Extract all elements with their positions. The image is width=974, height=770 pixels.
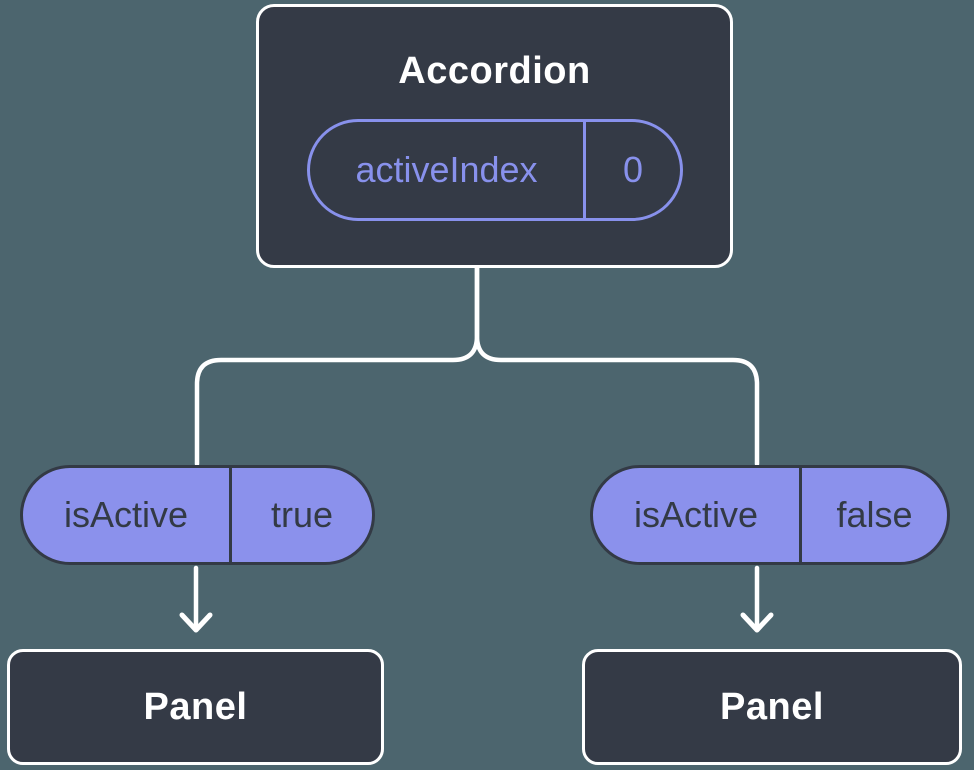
prop-value-label: true xyxy=(270,494,334,535)
arrow-left-head-icon xyxy=(179,612,213,633)
branch-left-connector xyxy=(194,265,480,467)
panel-node-title: Panel xyxy=(720,685,824,728)
prop-pill-isactive-true: isActive true xyxy=(20,465,375,565)
panel-node-right: Panel xyxy=(582,649,962,765)
panel-node-left: Panel xyxy=(7,649,384,765)
branch-right-connector xyxy=(474,265,760,467)
prop-name-label: isActive xyxy=(23,468,232,562)
accordion-node-title: Accordion xyxy=(398,50,591,92)
panel-node-title: Panel xyxy=(143,685,248,728)
prop-name-label: isActive xyxy=(593,468,802,562)
state-name-label: activeIndex xyxy=(310,122,586,218)
prop-value-label: false xyxy=(836,494,913,535)
state-value-label: 0 xyxy=(622,149,644,190)
state-pill-activeindex: activeIndex 0 xyxy=(307,119,683,221)
arrow-right-head-icon xyxy=(740,612,774,633)
prop-pill-isactive-false: isActive false xyxy=(590,465,950,565)
accordion-node: Accordion activeIndex 0 xyxy=(256,4,733,268)
